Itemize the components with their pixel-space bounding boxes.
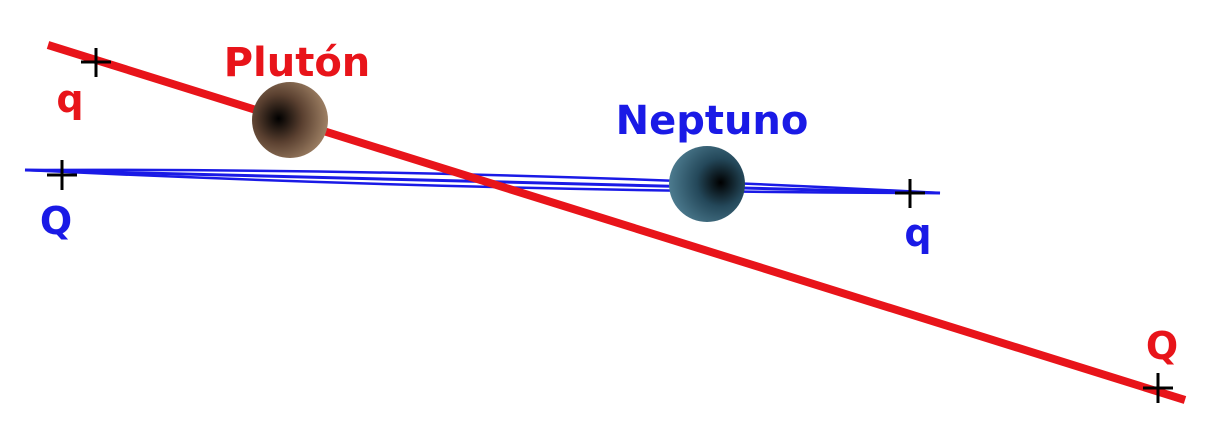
pluto-aphelion-label: Q: [1146, 324, 1178, 368]
neptune-label: Neptuno: [616, 98, 809, 144]
pluto-perihelion-label: q: [56, 77, 83, 121]
neptune-aphelion-marker: [47, 160, 77, 190]
neptune-aphelion-label: Q: [40, 199, 72, 243]
pluto-planet: [252, 82, 328, 158]
pluto-perihelion-marker: [81, 48, 111, 77]
pluto-aphelion-marker: [1143, 373, 1173, 403]
apsis-markers: [47, 48, 1173, 403]
neptune-perihelion-marker: [895, 179, 925, 208]
pluto-label: Plutón: [224, 40, 371, 86]
neptune-planet: [669, 146, 745, 222]
pluto-orbit: [46, 41, 1187, 404]
neptune-perihelion-label: q: [904, 211, 931, 255]
